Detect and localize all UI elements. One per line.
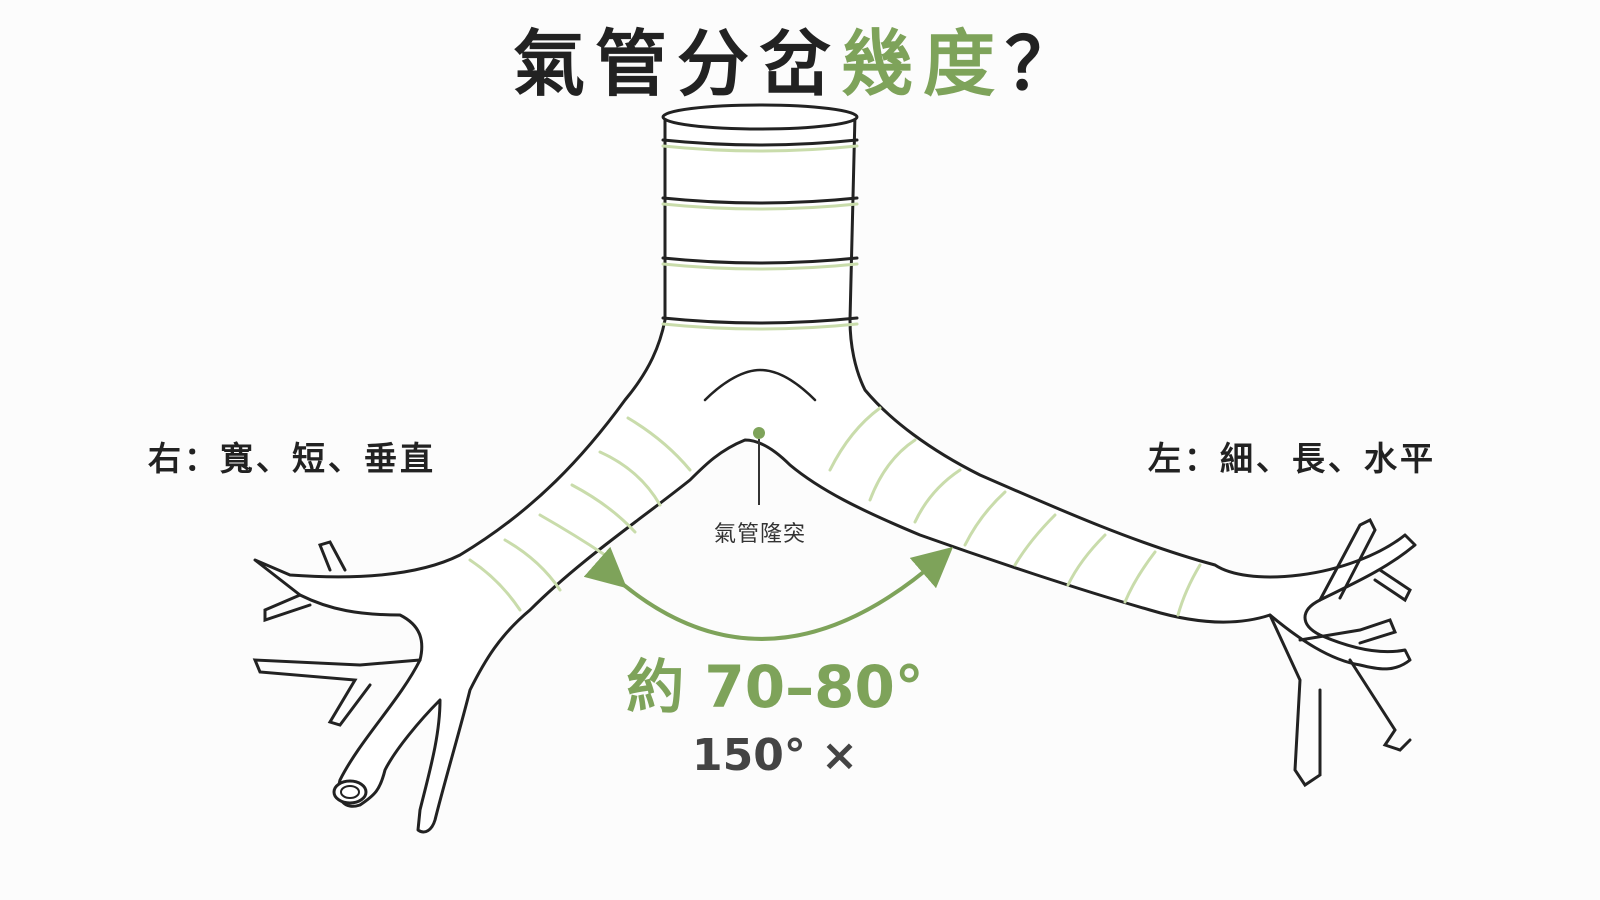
title-suffix: ？: [1005, 22, 1088, 106]
left-bronchus-label: 左：細、長、水平: [1148, 439, 1436, 478]
title-accent: 幾度: [840, 22, 1005, 106]
airway-outline: [253, 113, 1417, 834]
trachea-opening: [661, 103, 859, 131]
angle-value: 約 70–80°: [626, 653, 924, 721]
tracheal-rings: [468, 138, 1202, 617]
carina-marker: [753, 427, 765, 439]
wrong-angle-value: 150° ×: [691, 730, 859, 781]
bronchus-opening: [332, 779, 368, 805]
trachea-drawing: [253, 103, 1417, 834]
angle-arc: [583, 546, 954, 641]
bronchiole-branches: [252, 517, 1412, 788]
right-bronchus-label: 右：寬、短、垂直: [148, 439, 436, 478]
bronchus-opening-inner: [340, 785, 360, 799]
title-main: 氣管分岔: [512, 22, 841, 106]
page-title: 氣管分岔幾度？: [0, 14, 1600, 114]
carina-label: 氣管隆突: [713, 522, 806, 547]
carina-curve: [703, 368, 817, 402]
